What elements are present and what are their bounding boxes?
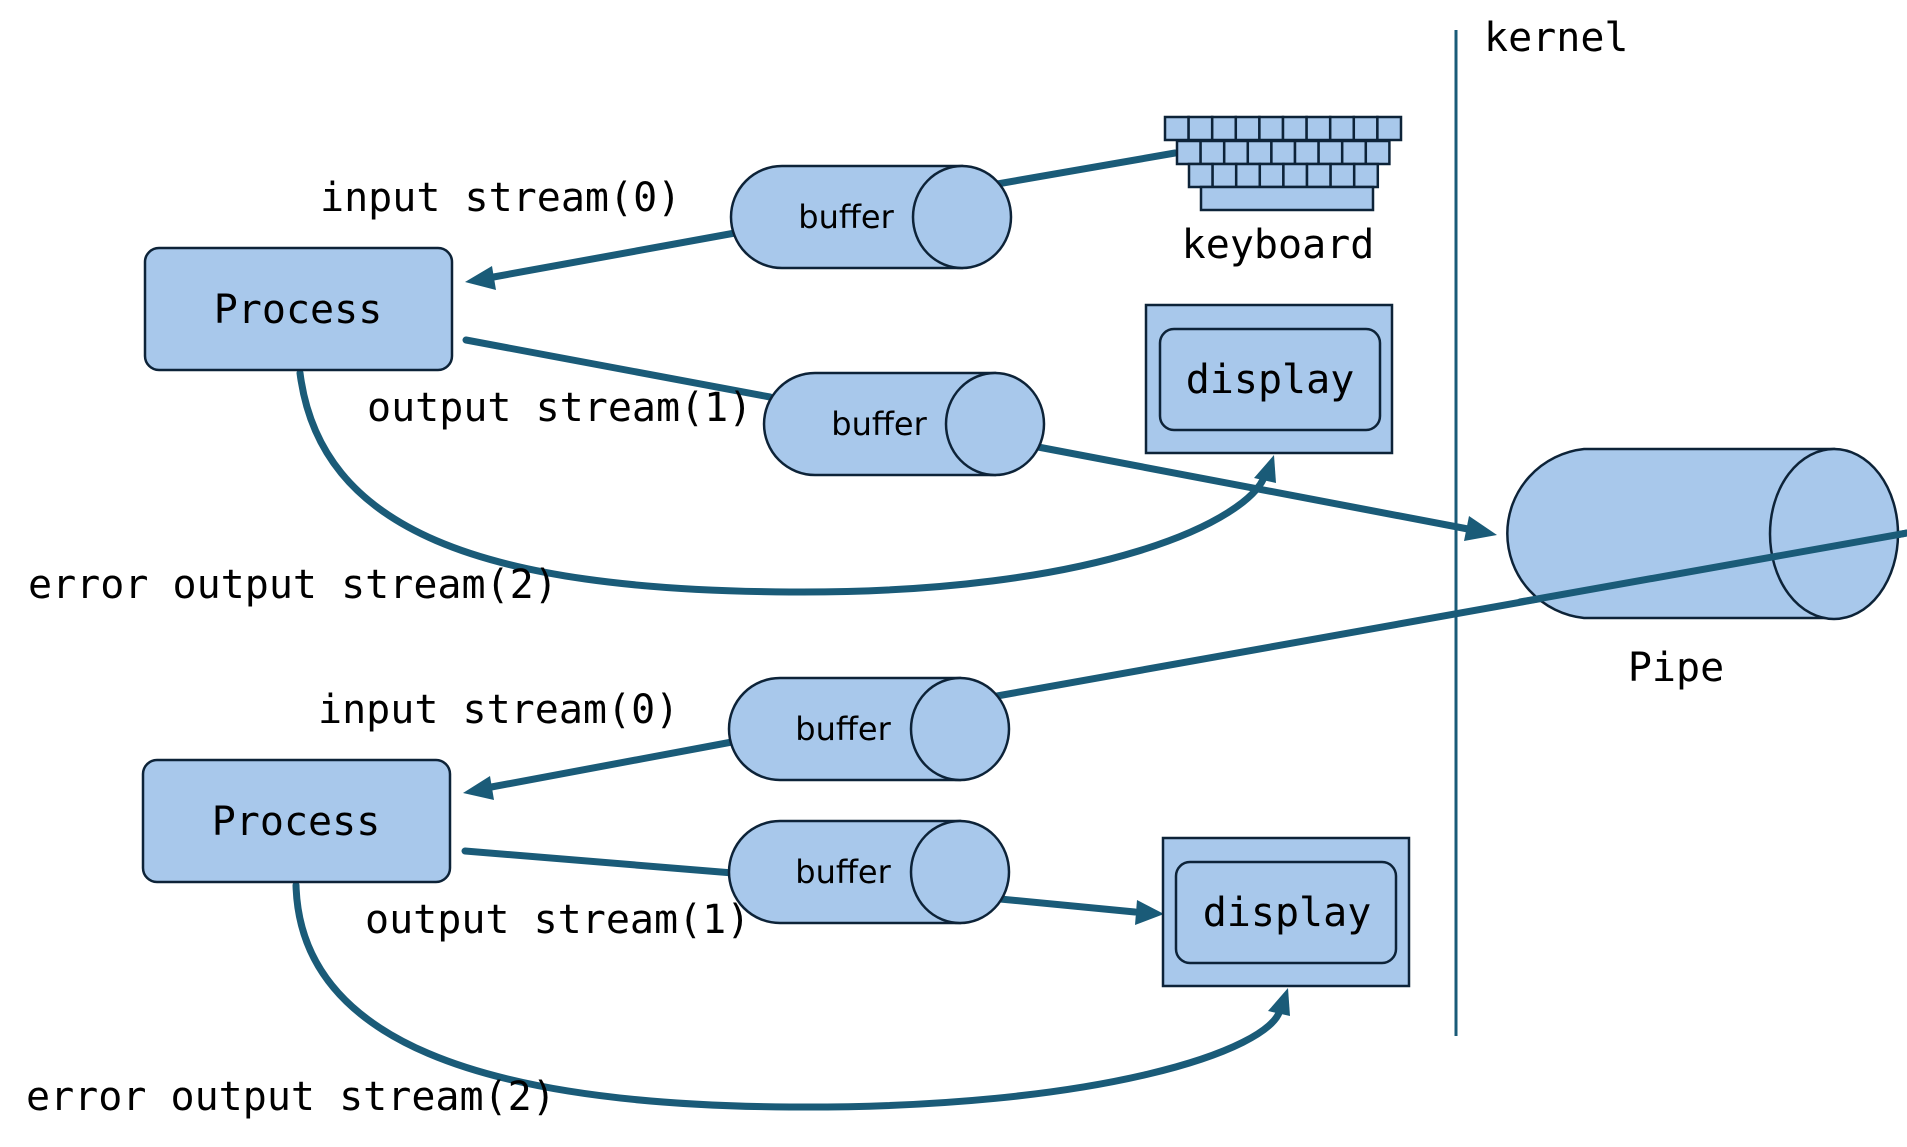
process-2-box — [141, 758, 452, 884]
process-2-label: Process — [212, 799, 381, 845]
pipe-label: Pipe — [1628, 645, 1724, 691]
keyboard-key — [1376, 115, 1403, 142]
output-stream-2-label: output stream(1) — [365, 897, 750, 943]
output-buffer-1-label: buffer — [831, 405, 927, 443]
input-buffer-2-label: buffer — [795, 710, 891, 748]
keyboard-key — [1352, 115, 1379, 142]
error-stream-2-line — [292, 881, 1284, 1111]
buffer-to-display-2-line — [996, 895, 1139, 916]
keyboard-key — [1210, 115, 1238, 142]
output-stream-1-line — [462, 336, 774, 401]
error-stream-2-label: error output stream(2) — [26, 1074, 556, 1120]
keyboard-key — [1258, 115, 1285, 142]
display-1: display — [1144, 303, 1394, 455]
keyboard-key — [1329, 162, 1356, 189]
error-stream-1-line — [296, 369, 1269, 596]
keyboard-key — [1281, 115, 1308, 142]
output-buffer-2-label: buffer — [795, 853, 891, 891]
keyboard-key — [1340, 139, 1368, 166]
keyboard-key — [1222, 139, 1250, 166]
keyboard-key — [1352, 162, 1380, 189]
input-stream-1-label: input stream(0) — [320, 175, 681, 221]
keyboard-icon — [1163, 115, 1403, 212]
input-stream-2-arrowhead — [463, 776, 494, 800]
buffer-to-pipe-line — [1034, 443, 1472, 533]
keyboard-key — [1234, 115, 1261, 142]
display-2: display — [1161, 836, 1411, 988]
keyboard-spacebar — [1199, 185, 1375, 212]
process-1-label: Process — [214, 287, 383, 333]
keyboard-key — [1199, 139, 1226, 166]
keyboard-key — [1282, 162, 1309, 189]
keyboard-key — [1328, 115, 1356, 142]
display-2-label: display — [1203, 890, 1372, 936]
pipe — [1506, 447, 1900, 621]
keyboard-key — [1211, 162, 1238, 189]
keyboard-key — [1163, 115, 1190, 142]
output-buffer-2: buffer — [727, 819, 1011, 925]
input-buffer-2: buffer — [727, 676, 1011, 782]
output-stream-2-line — [461, 847, 737, 877]
keyboard-key — [1187, 115, 1214, 142]
keyboard-key — [1234, 162, 1262, 189]
keyboard-key — [1270, 139, 1297, 166]
input-buffer-1: buffer — [729, 164, 1013, 270]
keyboard-key — [1246, 139, 1273, 166]
input-stream-1-line — [484, 229, 739, 282]
error-stream-1-arrowhead — [1254, 455, 1276, 483]
keyboard-key — [1175, 139, 1202, 166]
output-buffer-1: buffer — [762, 371, 1046, 477]
keyboard-key — [1187, 162, 1214, 189]
input-stream-1-arrowhead — [465, 266, 496, 290]
input-stream-2-line — [482, 738, 736, 792]
error-stream-1-label: error output stream(2) — [28, 562, 558, 608]
keyboard-key — [1317, 139, 1344, 166]
keyboard-key — [1293, 139, 1320, 166]
display-2-arrowhead — [1135, 900, 1164, 925]
pipe-arrowhead — [1464, 516, 1497, 541]
keyboard-key — [1364, 139, 1391, 166]
keyboard-key — [1305, 115, 1332, 142]
input-stream-2-label: input stream(0) — [318, 687, 679, 733]
pipe-through-line — [1516, 529, 1907, 606]
output-stream-1-label: output stream(1) — [367, 385, 752, 431]
input-buffer-1-label: buffer — [798, 198, 894, 236]
kernel-label: kernel — [1484, 15, 1629, 61]
display-1-label: display — [1186, 357, 1355, 403]
process-1-box — [143, 246, 454, 372]
keyboard-key — [1305, 162, 1332, 189]
keyboard-key — [1258, 162, 1285, 189]
keyboard-to-buffer-line — [976, 149, 1179, 191]
error-stream-2-arrowhead — [1268, 988, 1290, 1016]
keyboard-label: keyboard — [1182, 222, 1375, 268]
